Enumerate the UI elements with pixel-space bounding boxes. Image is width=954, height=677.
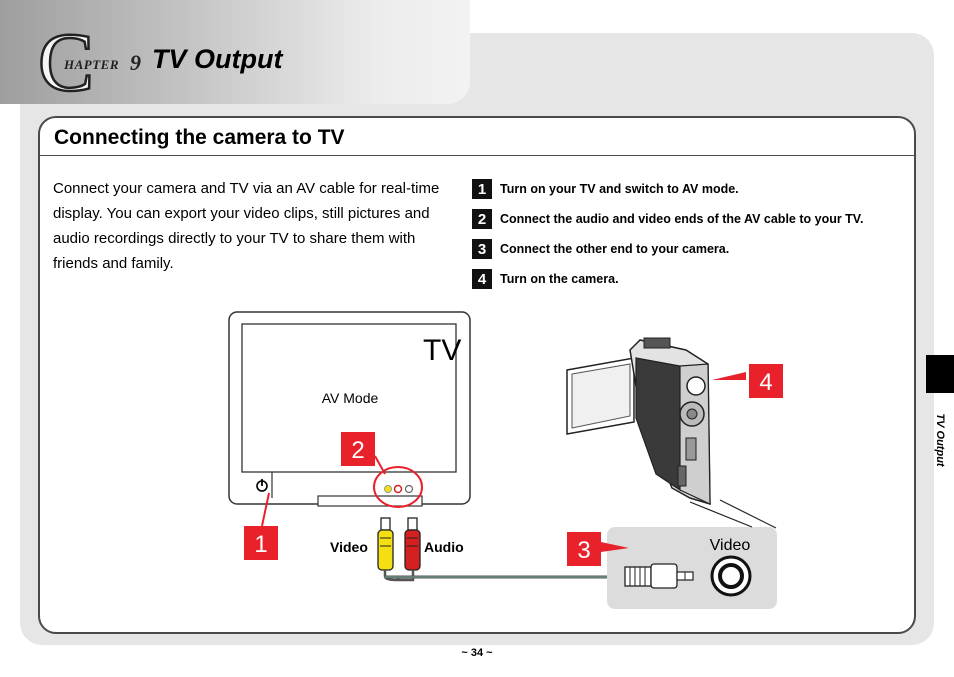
zoom-pointer-line — [719, 499, 777, 529]
chapter-header-band — [0, 0, 470, 104]
audio-label: Audio — [424, 539, 464, 555]
chapter-title: TV Output — [152, 44, 283, 74]
steps-list: 1 Turn on your TV and switch to AV mode.… — [472, 178, 912, 298]
callout-2: 2 — [341, 432, 386, 475]
step-number-badge: 1 — [472, 179, 492, 199]
step-number-badge: 4 — [472, 269, 492, 289]
chapter-letter-mark: C — [38, 24, 95, 98]
camera-port-panel: Video — [607, 527, 777, 609]
tv-illustration: TV AV Mode — [228, 311, 471, 508]
tv-label: TV — [423, 334, 461, 367]
content-box: Connecting the camera to TV Connect your… — [38, 116, 916, 634]
audio-plug — [404, 529, 421, 571]
power-icon — [256, 479, 268, 492]
av-cable — [377, 517, 640, 582]
callout-4: 4 — [712, 364, 783, 398]
callout-3: 3 — [567, 532, 629, 566]
camera-illustration — [566, 337, 711, 506]
callout-1: 1 — [244, 492, 278, 560]
tv-av-jacks — [384, 484, 414, 494]
side-chapter-label: TV Output — [934, 413, 946, 467]
step-text: Turn on your TV and switch to AV mode. — [500, 182, 739, 196]
step-text: Connect the other end to your camera. — [500, 242, 730, 256]
svg-text:4: 4 — [759, 369, 772, 396]
svg-text:3: 3 — [577, 537, 590, 564]
section-title: Connecting the camera to TV — [54, 126, 345, 149]
title-divider — [40, 155, 914, 156]
intro-paragraph: Connect your camera and TV via an AV cab… — [53, 180, 440, 272]
chapter-letter: C — [38, 24, 94, 98]
step-text: Turn on the camera. — [500, 272, 619, 286]
step-item: 1 Turn on your TV and switch to AV mode. — [472, 178, 912, 200]
camera-port-label: Video — [710, 537, 751, 554]
chapter-side-tab — [926, 355, 954, 393]
step-item: 3 Connect the other end to your camera. — [472, 238, 912, 260]
tv-screen-text: AV Mode — [322, 390, 379, 406]
svg-text:2: 2 — [351, 437, 364, 464]
chapter-word: HAPTER — [64, 57, 120, 72]
step-number-badge: 2 — [472, 209, 492, 229]
zoom-pointer-line — [689, 501, 753, 528]
video-plug — [377, 529, 394, 571]
step-item: 4 Turn on the camera. — [472, 268, 912, 290]
step-text: Connect the audio and video ends of the … — [500, 212, 864, 226]
step-number-badge: 3 — [472, 239, 492, 259]
av-jacks-highlight — [373, 466, 423, 508]
page-number: ~ 34 ~ — [461, 647, 493, 659]
connection-diagram: TV AV Mode 1 2 — [228, 311, 783, 609]
chapter-number: 9 — [130, 50, 141, 75]
svg-text:1: 1 — [254, 531, 267, 558]
step-item: 2 Connect the audio and video ends of th… — [472, 208, 912, 230]
video-label: Video — [330, 539, 368, 555]
